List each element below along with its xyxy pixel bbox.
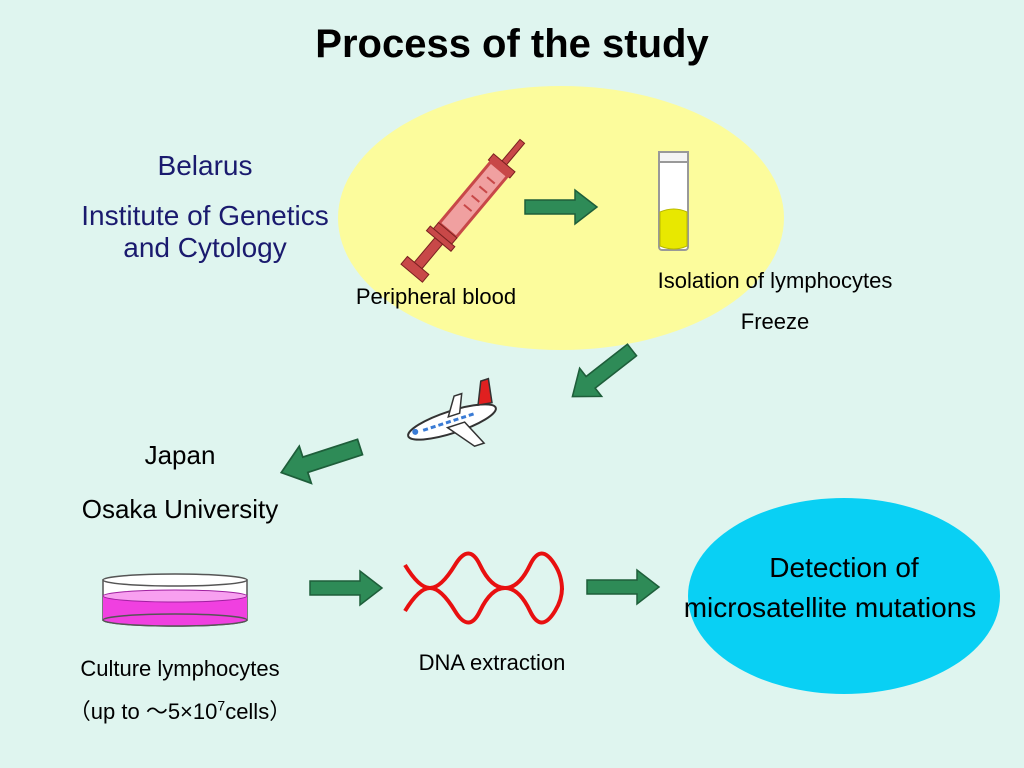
arrow-syringe-to-tube xyxy=(524,189,598,225)
culture-amount-label: （up to ～5×107cells） xyxy=(30,694,330,726)
japan-label: Japan xyxy=(144,440,216,470)
detection-line-2: microsatellite mutations xyxy=(683,592,977,623)
belarus-process-ellipse xyxy=(338,86,784,350)
arrow-tube-to-plane xyxy=(560,335,644,412)
peripheral-blood-label: Peripheral blood xyxy=(355,284,517,309)
dna-extraction-label: DNA extraction xyxy=(418,650,566,675)
arrow-dish-to-dna xyxy=(309,570,383,606)
syringe-icon xyxy=(400,138,526,283)
detection-ellipse xyxy=(688,498,1000,694)
freeze-label: Freeze xyxy=(740,309,810,334)
arrow-dna-to-detection xyxy=(586,569,660,605)
culture-amount-exponent: 7 xyxy=(217,697,226,714)
isolation-label: Isolation of lymphocytes xyxy=(657,268,893,293)
petri-dish-icon xyxy=(102,573,248,627)
belarus-label: Belarus xyxy=(157,150,253,181)
airplane-icon xyxy=(407,377,497,448)
culture-amount-prefix: （up to ～5×10 xyxy=(68,699,218,724)
page-title: Process of the study xyxy=(315,22,709,66)
belarus-institute-label: Institute of Genetics and Cytology xyxy=(40,200,370,264)
arrow-plane-to-japan xyxy=(274,427,367,493)
dna-helix-icon xyxy=(403,551,564,625)
institute-line-1: Institute of Genetics xyxy=(81,200,329,231)
culture-label: Culture lymphocytes xyxy=(80,656,280,681)
culture-amount-suffix: cells） xyxy=(225,699,292,724)
institute-line-2: and Cytology xyxy=(123,232,287,263)
detection-line-1: Detection of xyxy=(769,552,919,583)
osaka-university-label: Osaka University xyxy=(81,494,279,524)
test-tube-icon xyxy=(658,151,689,251)
